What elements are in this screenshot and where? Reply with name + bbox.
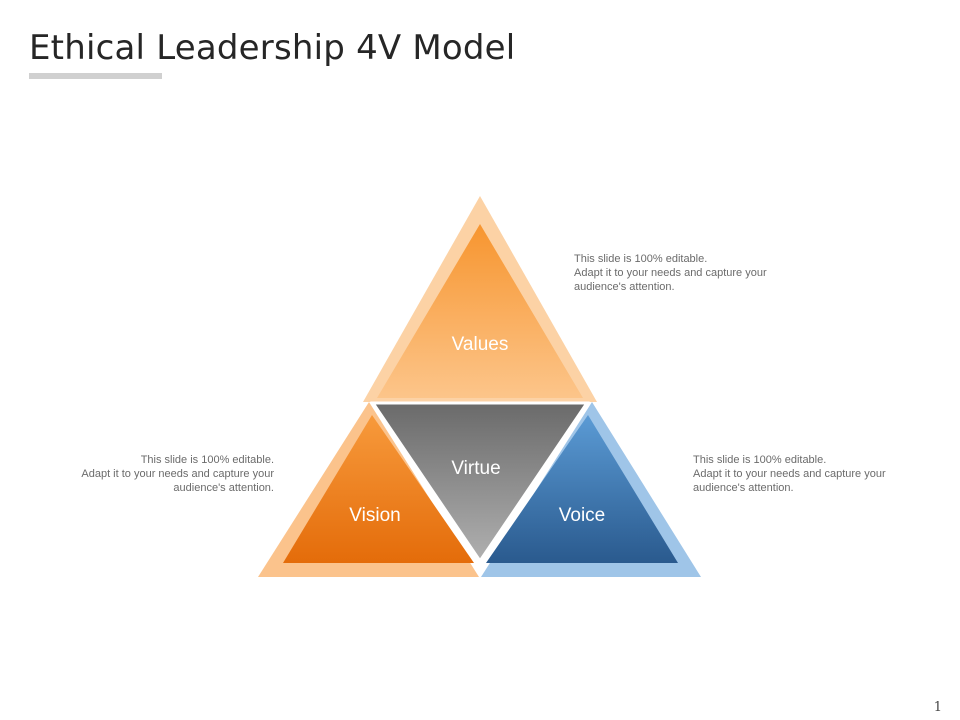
- values-triangle: Values: [363, 196, 597, 402]
- page-number: 1: [933, 700, 942, 715]
- vision-triangle: Vision: [258, 402, 479, 577]
- virtue-label: Virtue: [451, 458, 500, 479]
- values-triangle-inner: [377, 224, 583, 398]
- voice-caption: This slide is 100% editable. Adapt it to…: [693, 454, 886, 494]
- voice-triangle: Voice: [481, 402, 701, 577]
- slide-title: Ethical Leadership 4V Model: [29, 28, 516, 68]
- values-caption: This slide is 100% editable. Adapt it to…: [574, 253, 767, 293]
- virtue-triangle: Virtue: [370, 401, 590, 564]
- title-underline: [29, 73, 162, 79]
- virtue-triangle-shape: [370, 401, 590, 564]
- values-label: Values: [452, 334, 509, 355]
- voice-label: Voice: [559, 505, 605, 526]
- vision-triangle-inner: [283, 415, 474, 563]
- voice-triangle-inner: [486, 415, 678, 563]
- vision-caption: This slide is 100% editable. Adapt it to…: [81, 454, 274, 494]
- vision-label: Vision: [349, 505, 400, 526]
